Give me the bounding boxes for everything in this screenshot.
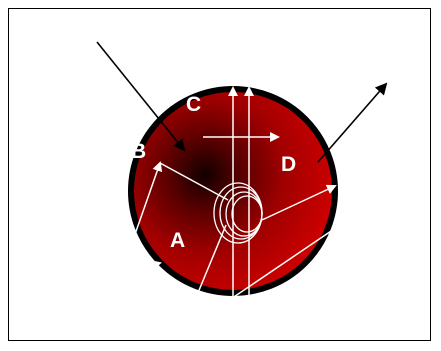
outgoing-arrow	[318, 84, 386, 162]
label-d: D	[281, 153, 296, 176]
incoming-arrow	[97, 42, 184, 150]
label-a: A	[170, 229, 185, 252]
arrow-from-edge	[123, 263, 160, 273]
label-b: B	[131, 140, 146, 163]
label-c: C	[186, 93, 201, 116]
